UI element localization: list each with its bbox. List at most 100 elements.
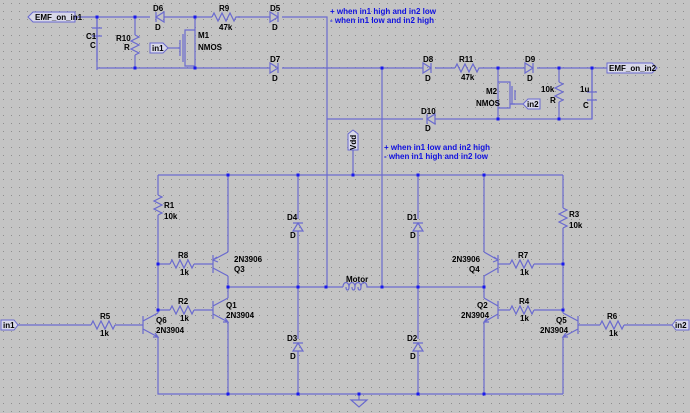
resistor-r1	[152, 194, 164, 216]
label-components-m1-name: M1	[198, 31, 210, 40]
label-components-q4-value: 2N3906	[452, 255, 481, 264]
label-components-r9-value: 47k	[219, 23, 233, 32]
label-components-d10-value: D	[425, 124, 431, 133]
transistor-q1	[212, 297, 230, 323]
label-components-r6-name: R6	[607, 312, 618, 321]
flag-in1[interactable]: in1	[0, 319, 19, 331]
label-components-d7-name: D7	[270, 55, 281, 64]
label-components-r7-name: R7	[518, 251, 529, 260]
label-components-c1-name: C1	[86, 32, 97, 41]
label-flags-in2: in2	[675, 321, 687, 330]
comment-mid-minus: - when in1 high and in2 low	[384, 152, 489, 161]
diode-d5	[269, 10, 280, 24]
resistor-r6	[599, 319, 625, 331]
label-components-d6-name: D6	[153, 4, 164, 13]
label-components-r4-value: 1k	[520, 314, 529, 323]
resistor-r3	[557, 207, 569, 229]
flag-in2[interactable]: in2	[671, 319, 690, 331]
label-components-m2-value: NMOS	[476, 99, 501, 108]
label-components-d1-name: D1	[407, 213, 418, 222]
diode-d6	[154, 10, 165, 24]
resistor-r-right	[553, 81, 565, 103]
mosfet-m2	[498, 81, 516, 109]
label-components-q4-name: Q4	[469, 265, 480, 274]
flag-vdd[interactable]: Vdd	[347, 129, 359, 151]
label-components-r11-value: 47k	[461, 73, 475, 82]
resistor-r9	[211, 11, 240, 23]
capacitor-c1	[92, 27, 102, 37]
label-components-motor-name: Motor	[346, 275, 368, 284]
label-components-d2-name: D2	[407, 334, 418, 343]
label-components-d3-name: D3	[287, 334, 298, 343]
flag-in1-gate[interactable]: in1	[149, 42, 169, 54]
label-components-r2-name: R2	[178, 297, 189, 306]
label-flags-in1: in1	[3, 321, 15, 330]
transistor-q2	[482, 297, 499, 323]
label-components-d9-value: D	[527, 74, 533, 83]
label-components-d5-name: D5	[270, 4, 281, 13]
label-components-r4-name: R4	[519, 297, 530, 306]
diode-d4	[291, 221, 305, 232]
label-components-q1-value: 2N3904	[226, 311, 255, 320]
label-components-d1-value: D	[410, 231, 416, 240]
label-components-d5-value: D	[272, 23, 278, 32]
junctions	[95, 15, 594, 396]
ground-icon	[349, 399, 369, 408]
comment-mid-plus: + when in1 low and in2 high	[384, 143, 490, 152]
label-components-r3-value: 10k	[569, 221, 583, 230]
diode-d3	[291, 341, 305, 352]
label-flags-vdd: Vdd	[349, 135, 358, 150]
label-components-d3-value: D	[290, 352, 296, 361]
label-components-q5-name: Q5	[556, 316, 567, 325]
label-flags-emf_in1: EMF_on_in1	[35, 13, 83, 22]
resistor-r11	[454, 62, 481, 74]
label-components-c_right-name: C	[583, 101, 589, 110]
label-components-q1-name: Q1	[226, 301, 237, 310]
label-components-r9-name: R9	[219, 4, 230, 13]
label-components-r10-value: R	[124, 43, 130, 52]
label-components-q6-value: 2N3904	[156, 326, 185, 335]
label-components-q2-value: 2N3904	[461, 311, 490, 320]
label-components-r2-value: 1k	[180, 314, 189, 323]
flag-emf-on-in1[interactable]: EMF_on_in1	[27, 11, 83, 23]
diode-d1	[411, 221, 425, 232]
label-components-d7-value: D	[272, 74, 278, 83]
label-components-q2-name: Q2	[477, 301, 488, 310]
flag-emf-on-in2[interactable]: EMF_on_in2	[606, 62, 658, 74]
label-components-r5-name: R5	[100, 312, 111, 321]
label-components-r1-value: 10k	[164, 212, 178, 221]
diode-d10	[425, 112, 436, 126]
capacitor-c-right	[587, 91, 597, 101]
label-components-c1-value: C	[90, 41, 96, 50]
label-components-q6-name: Q6	[156, 316, 167, 325]
label-flags-in2_gate: in2	[527, 100, 539, 109]
label-components-q3-name: Q3	[234, 265, 245, 274]
diode-d9	[524, 61, 535, 75]
label-components-d9-name: D9	[525, 55, 536, 64]
label-components-r5-value: 1k	[100, 329, 109, 338]
resistor-r7	[509, 258, 535, 270]
label-components-d4-value: D	[290, 231, 296, 240]
label-components-d8-name: D8	[423, 55, 434, 64]
label-components-r_right-value: 10k	[541, 85, 555, 94]
label-flags-in1_gate: in1	[152, 44, 164, 53]
flag-in2-gate[interactable]: in2	[522, 98, 541, 110]
comment-top-plus: + when in1 high and in2 low	[330, 7, 437, 16]
label-components-r8-value: 1k	[180, 268, 189, 277]
label-components-d6-value: D	[155, 23, 161, 32]
transistor-q4	[483, 251, 500, 277]
label-components-q3-value: 2N3906	[234, 255, 263, 264]
label-components-d2-value: D	[410, 352, 416, 361]
label-components-q5-value: 2N3904	[540, 326, 569, 335]
resistor-r4	[509, 304, 535, 316]
wires	[18, 16, 672, 400]
label-components-r11-name: R11	[459, 55, 474, 64]
label-components-r8-name: R8	[178, 251, 189, 260]
label-components-d4-name: D4	[287, 213, 298, 222]
diode-d2	[411, 341, 425, 352]
label-components-r6-value: 1k	[609, 329, 618, 338]
comment-top-minus: - when in1 low and in2 high	[330, 16, 434, 25]
resistor-r10	[129, 34, 141, 56]
